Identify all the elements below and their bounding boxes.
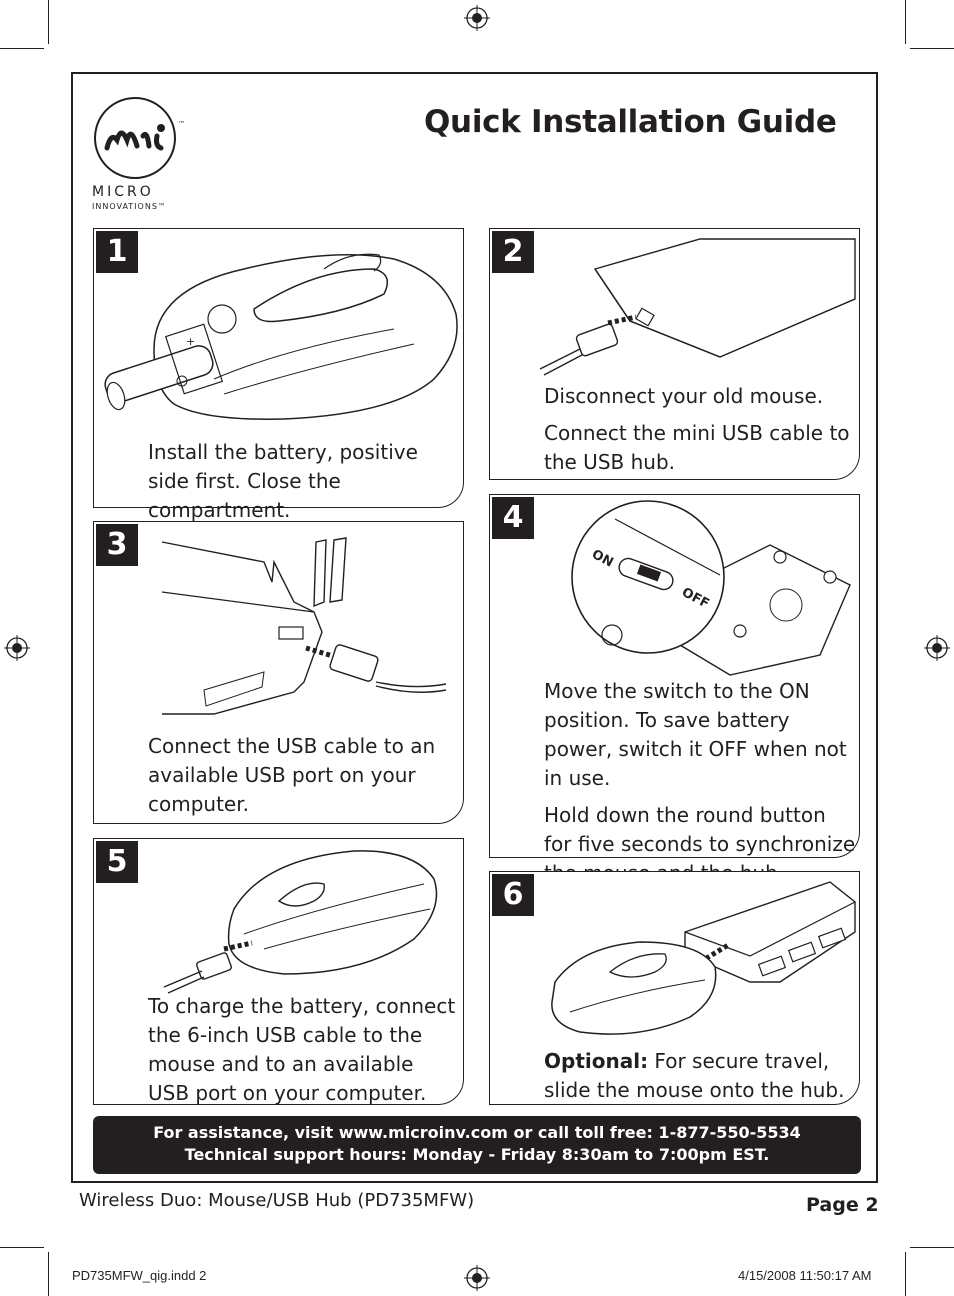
step-2-text: Disconnect your old mouse. Connect the m… — [544, 382, 854, 485]
optional-label: Optional: — [544, 1049, 649, 1073]
step-1-text: Install the battery, positive side first… — [148, 438, 458, 533]
usb-hub-cable-illustration — [539, 238, 856, 376]
step-6-paragraph: Optional: For secure travel, slide the m… — [544, 1047, 854, 1105]
registration-mark-icon — [464, 5, 490, 31]
battery-plus-label: + — [186, 335, 195, 348]
laptop-usb-illustration — [161, 537, 447, 715]
step-5-text: To charge the battery, connect the 6-inc… — [148, 992, 458, 1116]
crop-mark-br-h — [910, 1247, 954, 1248]
mouse-battery-illustration: + — [104, 253, 458, 420]
print-slug-timestamp: 4/15/2008 11:50:17 AM — [738, 1268, 872, 1283]
mouse-on-hub-illustration — [551, 881, 856, 1035]
crop-mark-bl-h — [0, 1247, 44, 1248]
registration-mark-icon — [4, 635, 30, 661]
crop-mark-br-v — [905, 1252, 906, 1296]
step-number-badge: 3 — [96, 524, 138, 566]
crop-mark-tr-v — [905, 0, 906, 44]
step-3-text: Connect the USB cable to an available US… — [148, 732, 458, 827]
step-number-badge: 6 — [492, 874, 534, 916]
page-title: Quick Installation Guide — [424, 104, 837, 140]
print-slug-file: PD735MFW_qig.indd 2 — [72, 1268, 207, 1283]
step-3-paragraph: Connect the USB cable to an available US… — [148, 734, 436, 816]
crop-mark-tr-h — [910, 48, 954, 49]
step-4-paragraph-1: Move the switch to the ON position. To s… — [544, 679, 847, 790]
support-banner: For assistance, visit www.microinv.com o… — [93, 1116, 861, 1174]
logo-wordmark-micro: MICRO — [92, 184, 154, 200]
step-6-text: Optional: For secure travel, slide the m… — [544, 1047, 854, 1113]
step-panel-1: 1 + Install the battery, positive side f… — [93, 228, 464, 522]
page-frame — [71, 72, 878, 1183]
crop-mark-tl-v — [48, 0, 49, 44]
step-6-paragraph-text: For secure travel, slide the mouse onto … — [544, 1049, 845, 1102]
logo-trademark: ™ — [178, 120, 185, 128]
logo-wordmark-innovations: INNOVATIONS™ — [92, 202, 167, 211]
step-5-paragraph: To charge the battery, connect the 6-inc… — [148, 994, 456, 1105]
step-2-paragraph-1: Disconnect your old mouse. — [544, 384, 824, 408]
step-panel-3: 3 Connect the USB cable to an available … — [93, 521, 464, 824]
mouse-charging-illustration — [163, 850, 438, 994]
step-panel-2: 2 Disconnect your old mouse. Connect the… — [489, 228, 860, 480]
step-panel-4: 4 ON OFF Move the switch to the ON posit… — [489, 494, 860, 885]
step-1-paragraph: Install the battery, positive side first… — [148, 440, 418, 522]
step-number-badge: 1 — [96, 231, 138, 273]
step-4-text: Move the switch to the ON position. To s… — [544, 677, 858, 896]
brand-logo: ™ MICRO INNOVATIONS™ — [88, 96, 188, 216]
step-2-paragraph-2: Connect the mini USB cable to the USB hu… — [544, 421, 850, 474]
step-panel-6: 6 Optional: For secure travel, slide the… — [489, 871, 860, 1105]
registration-mark-icon — [924, 635, 950, 661]
support-contact-line: For assistance, visit www.microinv.com o… — [153, 1123, 801, 1142]
step-number-badge: 2 — [492, 231, 534, 273]
product-name: Wireless Duo: Mouse/USB Hub (PD735MFW) — [79, 1190, 475, 1211]
support-hours-line: Technical support hours: Monday - Friday… — [184, 1145, 770, 1164]
crop-mark-tl-h — [0, 48, 44, 49]
micro-innovations-logo-icon — [94, 97, 176, 179]
page-number: Page 2 — [806, 1194, 879, 1216]
step-number-badge: 4 — [492, 497, 534, 539]
step-number-badge: 5 — [96, 841, 138, 883]
power-switch-illustration: ON OFF — [571, 500, 851, 676]
registration-mark-icon — [464, 1265, 490, 1291]
crop-mark-bl-v — [48, 1252, 49, 1296]
step-panel-5: 5 To charge the battery, connect the 6-i… — [93, 838, 464, 1105]
